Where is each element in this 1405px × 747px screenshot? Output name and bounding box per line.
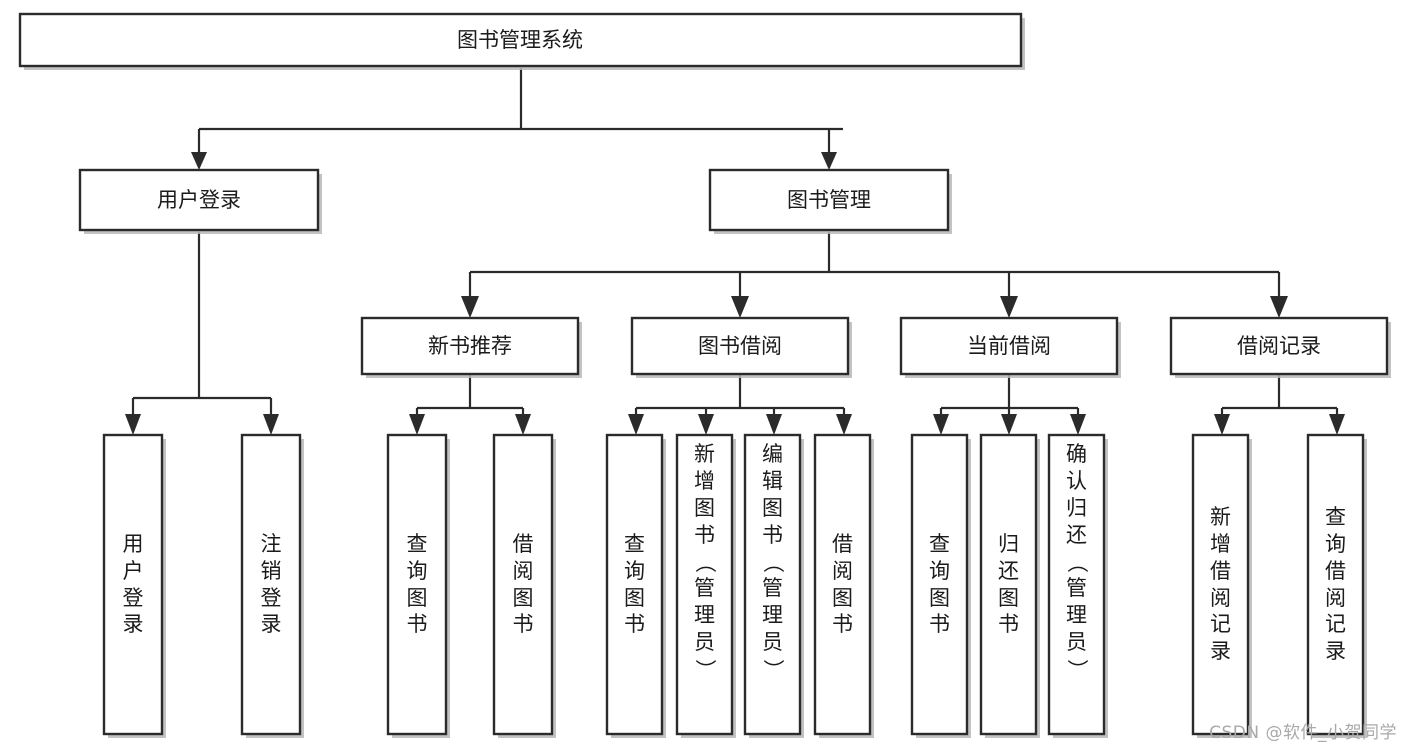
leaf-book-borrow-3-box[interactable]: [743, 433, 802, 736]
arrow-current-borrow-leaf-1: [933, 414, 949, 435]
arrow-borrow-record-leaf-1: [1214, 414, 1230, 435]
node-root[interactable]: 图书管理系统: [18, 12, 1025, 70]
arrow-to-current-borrow: [1000, 296, 1018, 318]
node-borrow-record[interactable]: 借阅记录: [1169, 316, 1391, 378]
arrow-user-login-leaf-2: [263, 414, 279, 435]
arrow-to-new-book: [461, 296, 479, 318]
node-current-borrow[interactable]: 当前借阅: [899, 316, 1121, 378]
leaf-current-borrow-1-box[interactable]: [910, 433, 969, 736]
node-borrow-record-box[interactable]: [1169, 316, 1389, 376]
leaf-current-borrow-3-box[interactable]: [1047, 433, 1106, 736]
connector-group-user-login: [125, 232, 279, 435]
watermark-credit: CSDN @软件_小贺同学: [1209, 723, 1397, 743]
leaf-new-book-2-box[interactable]: [492, 433, 554, 736]
leaf-new-book-1-box[interactable]: [386, 433, 448, 736]
node-current-borrow-label: 当前借阅: [967, 334, 1051, 358]
node-user-login-box[interactable]: [78, 168, 320, 232]
node-root-label: 图书管理系统: [457, 28, 583, 52]
node-root-box[interactable]: [18, 12, 1023, 68]
leaf-borrow-record-2-box[interactable]: [1306, 433, 1365, 736]
node-user-login[interactable]: 用户登录: [78, 168, 322, 234]
leaf-user-login-2-box[interactable]: [240, 433, 302, 736]
connector-group-root: [191, 68, 843, 170]
arrow-to-borrow-record: [1270, 296, 1288, 318]
leaf-borrow-record-1-box[interactable]: [1191, 433, 1250, 736]
node-book-manage[interactable]: 图书管理: [708, 168, 952, 234]
connector-group-new-book: [409, 375, 531, 435]
connector-group-borrow-record: [1214, 375, 1345, 435]
leaf-book-borrow-2-box[interactable]: [675, 433, 734, 736]
connector-group-book-manage: [461, 232, 1288, 318]
node-book-manage-label: 图书管理: [787, 188, 871, 212]
node-book-manage-box[interactable]: [708, 168, 950, 232]
arrow-new-book-leaf-1: [409, 414, 425, 435]
node-new-book-recommend-label: 新书推荐: [428, 334, 512, 358]
connector-group-book-borrow: [628, 375, 852, 435]
leaf-boxes-current-borrow: [910, 433, 1108, 738]
node-book-borrow-label: 图书借阅: [698, 334, 782, 358]
arrow-to-book-borrow: [731, 296, 749, 318]
leaf-boxes-borrow-record: [1191, 433, 1367, 738]
connector-group-current-borrow: [933, 375, 1086, 435]
leaf-boxes-book-borrow: [605, 433, 874, 738]
arrow-borrow-record-leaf-2: [1329, 414, 1345, 435]
node-book-borrow-box[interactable]: [630, 316, 850, 376]
node-new-book-recommend-box[interactable]: [360, 316, 580, 376]
leaf-boxes-new-book: [386, 433, 556, 738]
node-current-borrow-box[interactable]: [899, 316, 1119, 376]
node-book-borrow[interactable]: 图书借阅: [630, 316, 852, 378]
leaf-book-borrow-4-box[interactable]: [813, 433, 872, 736]
node-new-book-recommend[interactable]: 新书推荐: [360, 316, 582, 378]
leaf-current-borrow-2-box[interactable]: [979, 433, 1038, 736]
arrow-current-borrow-leaf-2: [1001, 414, 1017, 435]
arrow-book-borrow-leaf-4: [836, 414, 852, 435]
node-borrow-record-label: 借阅记录: [1237, 334, 1321, 358]
arrow-book-borrow-leaf-3: [766, 414, 782, 435]
arrow-new-book-leaf-2: [515, 414, 531, 435]
leaf-book-borrow-1-box[interactable]: [605, 433, 664, 736]
arrow-to-user-login: [191, 152, 207, 170]
arrow-user-login-leaf-1: [125, 414, 141, 435]
leaf-boxes-user-login: [102, 433, 304, 738]
arrow-book-borrow-leaf-2: [698, 414, 714, 435]
leaf-user-login-1-box[interactable]: [102, 433, 164, 736]
arrow-book-borrow-leaf-1: [628, 414, 644, 435]
arrow-current-borrow-leaf-3: [1070, 414, 1086, 435]
node-user-login-label: 用户登录: [157, 188, 241, 212]
arrow-to-book-manage: [821, 152, 837, 170]
